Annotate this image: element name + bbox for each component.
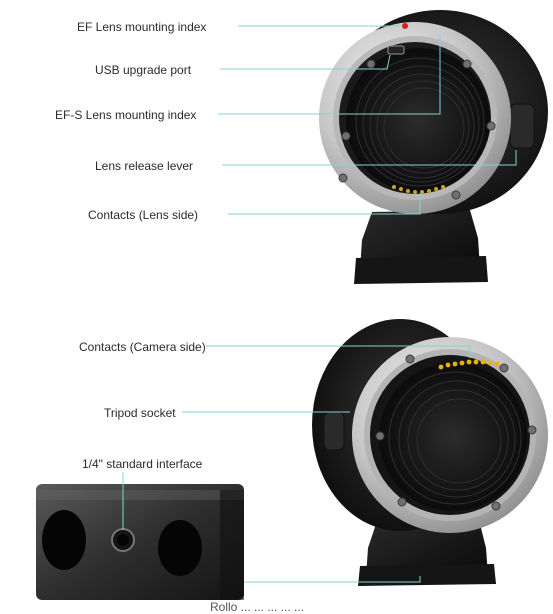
top-screw-1	[366, 59, 376, 69]
label-tripod-socket: Tripod socket	[104, 406, 176, 420]
leader-usb-port	[220, 54, 391, 70]
bottom-screw-6	[491, 501, 501, 511]
bottom-inner-barrel	[379, 363, 527, 511]
bottom-screw-5	[397, 497, 407, 507]
bottom-screw-2	[499, 363, 509, 373]
interface-plate-inset	[36, 484, 244, 600]
top-screw-2	[462, 59, 472, 69]
top-inner-barrel	[346, 48, 490, 192]
top-screw-6	[451, 190, 461, 200]
plate-hole-right	[158, 520, 202, 576]
label-contacts-lens: Contacts (Lens side)	[88, 208, 199, 222]
label-usb-port: USB upgrade port	[95, 63, 192, 77]
top-screw-5	[338, 173, 348, 183]
bottom-adapter	[312, 319, 548, 586]
label-standard-interface: 1/4" standard interface	[82, 457, 203, 471]
top-tripod-foot-base	[354, 256, 488, 284]
lens-side-contacts	[392, 185, 445, 194]
top-screw-3	[341, 131, 351, 141]
top-tripod-foot	[360, 210, 480, 270]
label-efs-index: EF-S Lens mounting index	[55, 108, 197, 122]
leader-release-lever	[222, 150, 517, 166]
label-contacts-camera: Contacts (Camera side)	[79, 340, 206, 354]
camera-side-contacts	[438, 359, 500, 370]
bottom-release-button	[323, 411, 345, 451]
usb-port	[387, 45, 405, 55]
bottom-screw-4	[527, 425, 537, 435]
leader-bottom-foot	[244, 576, 421, 583]
leader-lines	[122, 25, 517, 583]
top-screw-4	[486, 121, 496, 131]
label-ef-index: EF Lens mounting index	[77, 20, 207, 34]
leader-efs-index	[218, 34, 441, 115]
label-release-lever: Lens release lever	[95, 159, 194, 173]
top-release-button	[509, 103, 535, 149]
leader-contacts-lens	[228, 194, 421, 215]
plate-hole-left	[42, 510, 86, 570]
top-adapter	[319, 10, 548, 284]
bottom-screw-3	[375, 431, 385, 441]
label-bottom-caption: Rollo ... ... ... ... ...	[210, 600, 305, 614]
bottom-screw-1	[405, 354, 415, 364]
ef-index-dot	[402, 23, 408, 29]
leader-contacts-camera	[206, 345, 471, 358]
bottom-tripod-foot-base	[358, 564, 496, 586]
